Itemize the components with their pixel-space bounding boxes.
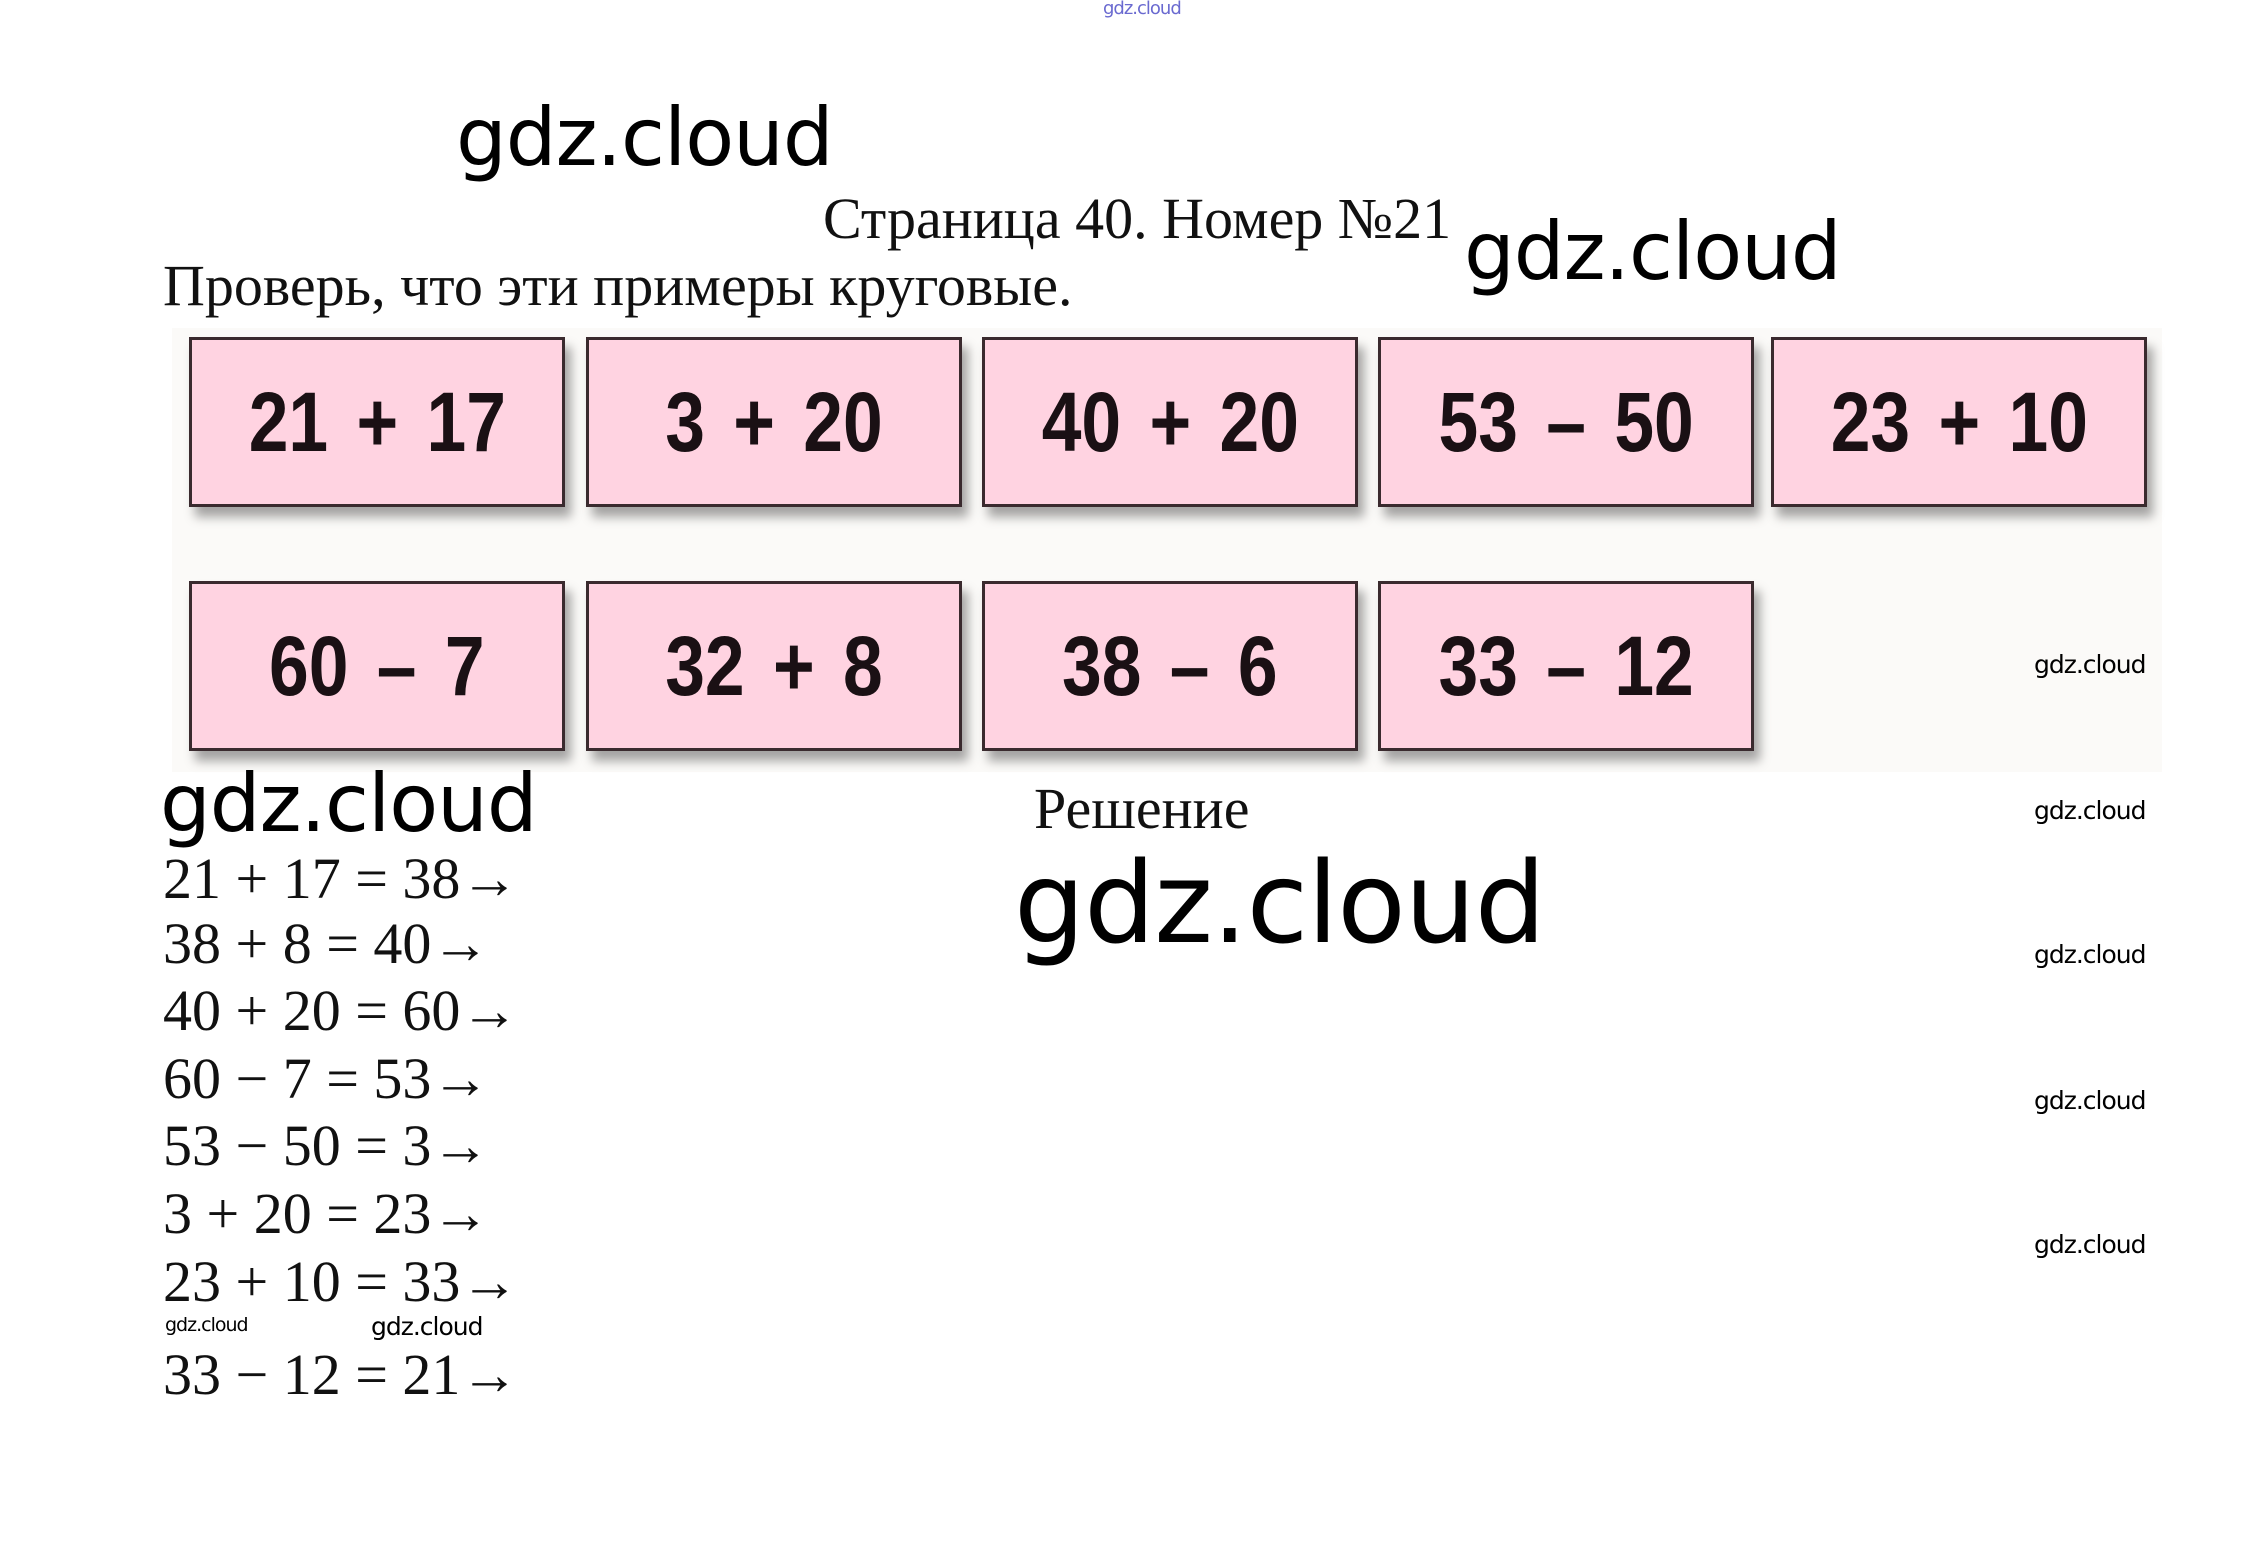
example-text: 3 + 20 — [665, 374, 883, 469]
watermark: gdz.cloud — [2034, 1086, 2147, 1115]
example-text: 21 + 17 — [248, 374, 506, 469]
solution-line: 21 + 17 = 38→ — [163, 846, 519, 911]
watermark: gdz.cloud — [1464, 205, 1842, 298]
example-card: 53 – 50 — [1378, 337, 1754, 507]
example-card: 23 + 10 — [1771, 337, 2147, 507]
watermark: gdz.cloud — [456, 91, 834, 184]
example-text: 23 + 10 — [1830, 374, 2088, 469]
solution-line: 3 + 20 = 23→ — [163, 1181, 490, 1246]
task-text: Проверь, что эти примеры круговые. — [163, 253, 1073, 318]
solution-line: 60 − 7 = 53→ — [163, 1046, 490, 1111]
solution-heading: Решение — [1034, 776, 1250, 841]
example-text: 33 – 12 — [1438, 618, 1694, 713]
example-card: 40 + 20 — [982, 337, 1358, 507]
solution-line: 33 − 12 = 21→ — [163, 1342, 519, 1407]
watermark: gdz.cloud — [160, 757, 538, 850]
watermark: gdz.cloud — [1014, 839, 1546, 969]
watermark: gdz.cloud — [2034, 796, 2147, 825]
example-card: 60 – 7 — [189, 581, 565, 751]
example-text: 32 + 8 — [665, 618, 883, 713]
example-card: 3 + 20 — [586, 337, 962, 507]
example-card: 32 + 8 — [586, 581, 962, 751]
watermark-top: gdz.cloud — [1103, 0, 1182, 19]
solution-line: 23 + 10 = 33→ — [163, 1249, 519, 1314]
watermark: gdz.cloud — [165, 1314, 249, 1336]
example-card: 33 – 12 — [1378, 581, 1754, 751]
page-title: Страница 40. Номер №21 — [823, 186, 1452, 251]
solution-line: 38 + 8 = 40→ — [163, 911, 490, 976]
watermark: gdz.cloud — [2034, 1230, 2147, 1259]
watermark: gdz.cloud — [371, 1312, 484, 1341]
example-card: 38 – 6 — [982, 581, 1358, 751]
solution-line: 40 + 20 = 60→ — [163, 978, 519, 1043]
watermark: gdz.cloud — [2034, 940, 2147, 969]
example-text: 53 – 50 — [1438, 374, 1694, 469]
example-card: 21 + 17 — [189, 337, 565, 507]
solution-line: 53 − 50 = 3→ — [163, 1113, 490, 1178]
example-text: 60 – 7 — [269, 618, 485, 713]
watermark: gdz.cloud — [2034, 650, 2147, 679]
example-text: 40 + 20 — [1041, 374, 1299, 469]
example-text: 38 – 6 — [1062, 618, 1278, 713]
